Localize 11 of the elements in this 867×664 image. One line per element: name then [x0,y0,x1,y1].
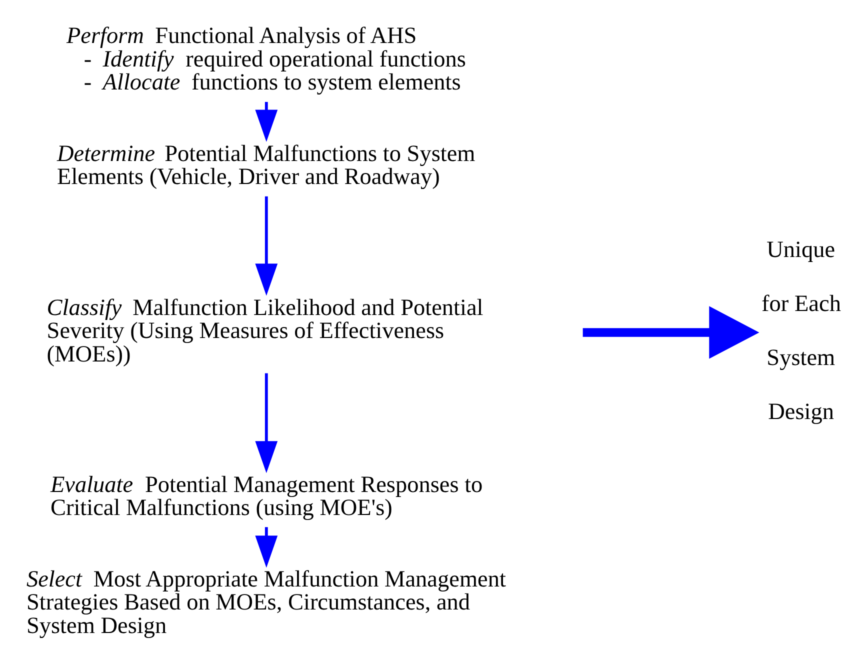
arrow [582,306,759,358]
node-text: Unique for Each System Design [761,236,840,425]
node-text: Select Most Appropriate Malfunction Management Strategies Based on MOEs, Circumstances, and System Design [26,566,506,638]
arrow [254,372,278,473]
node-text: Classify Malfunction Likelihood and Potential Severity (Using Measures of Effectiveness (MOEs)) [46,294,483,367]
node-text: Evaluate Potential Management Responses to Critical Malfunctions (using MOE's) [50,471,482,521]
node-text: Determine Potential Malfunctions to System Elements (Vehicle, Driver and Roadway) [56,140,475,190]
arrow [254,196,278,296]
node-text: Perform Functional Analysis of AHS - Identify required operational functions - Allocate functions to system elements [66,22,466,96]
arrow [254,101,278,142]
arrow [254,526,278,568]
